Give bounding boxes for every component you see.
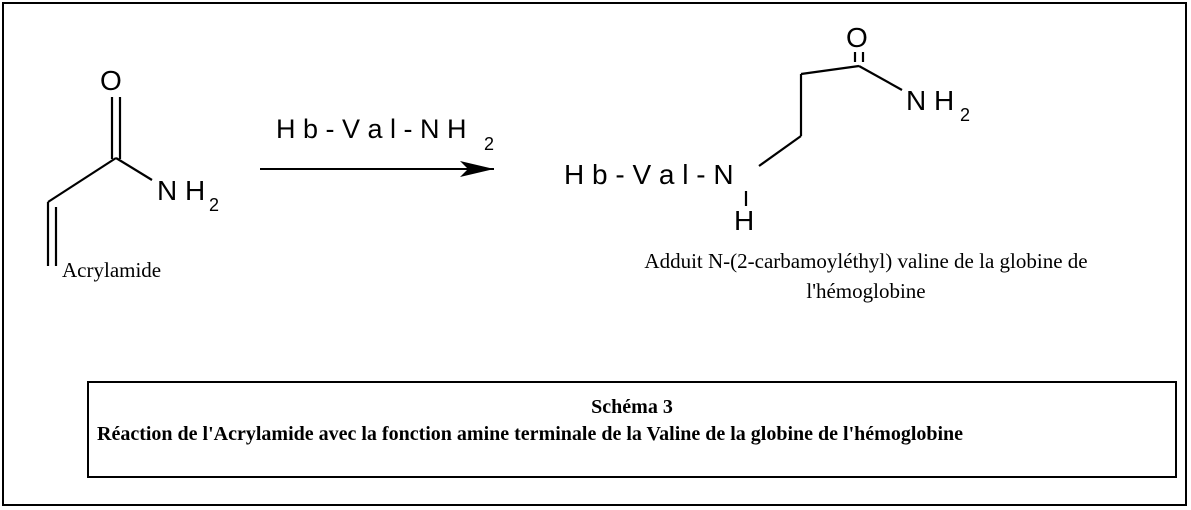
scheme-legend-box: Schéma 3 Réaction de l'Acrylamide avec l… bbox=[87, 381, 1177, 478]
product-caption-line2: l'hémoglobine bbox=[806, 279, 926, 303]
product-oxygen: O bbox=[846, 22, 868, 53]
bond-c-n bbox=[115, 157, 153, 181]
bond-ch2-c bbox=[800, 64, 860, 76]
product-nh-h: H bbox=[734, 205, 754, 236]
bond-c-nh2 bbox=[858, 65, 903, 91]
bond-n-ch2 bbox=[758, 135, 802, 167]
acrylamide-structure bbox=[46, 97, 153, 266]
reaction-arrow bbox=[260, 161, 494, 177]
acrylamide-caption: Acrylamide bbox=[62, 258, 162, 282]
bond-c-c bbox=[47, 157, 117, 203]
product-prefix: H b - V a l - N bbox=[564, 159, 734, 190]
acrylamide-amine-sub: 2 bbox=[209, 195, 219, 215]
product-structure bbox=[744, 52, 903, 206]
reagent-label-sub: 2 bbox=[484, 134, 494, 154]
acrylamide-amine: N H bbox=[157, 175, 205, 206]
product-amine: N H bbox=[906, 85, 954, 116]
scheme-description: Réaction de l'Acrylamide avec la fonctio… bbox=[97, 423, 964, 445]
scheme-title: Schéma 3 bbox=[591, 396, 673, 418]
arrowhead bbox=[460, 161, 494, 177]
reagent-label: H b - V a l - N H bbox=[276, 114, 467, 144]
product-amine-sub: 2 bbox=[960, 105, 970, 125]
reaction-scheme: O N H 2 H b - V a l - N H 2 H b - V a l … bbox=[46, 22, 970, 266]
product-caption-line1: Adduit N-(2-carbamoyléthyl) valine de la… bbox=[644, 249, 1088, 273]
acrylamide-oxygen: O bbox=[100, 65, 122, 96]
product-caption: Adduit N-(2-carbamoyléthyl) valine de la… bbox=[566, 246, 1166, 306]
